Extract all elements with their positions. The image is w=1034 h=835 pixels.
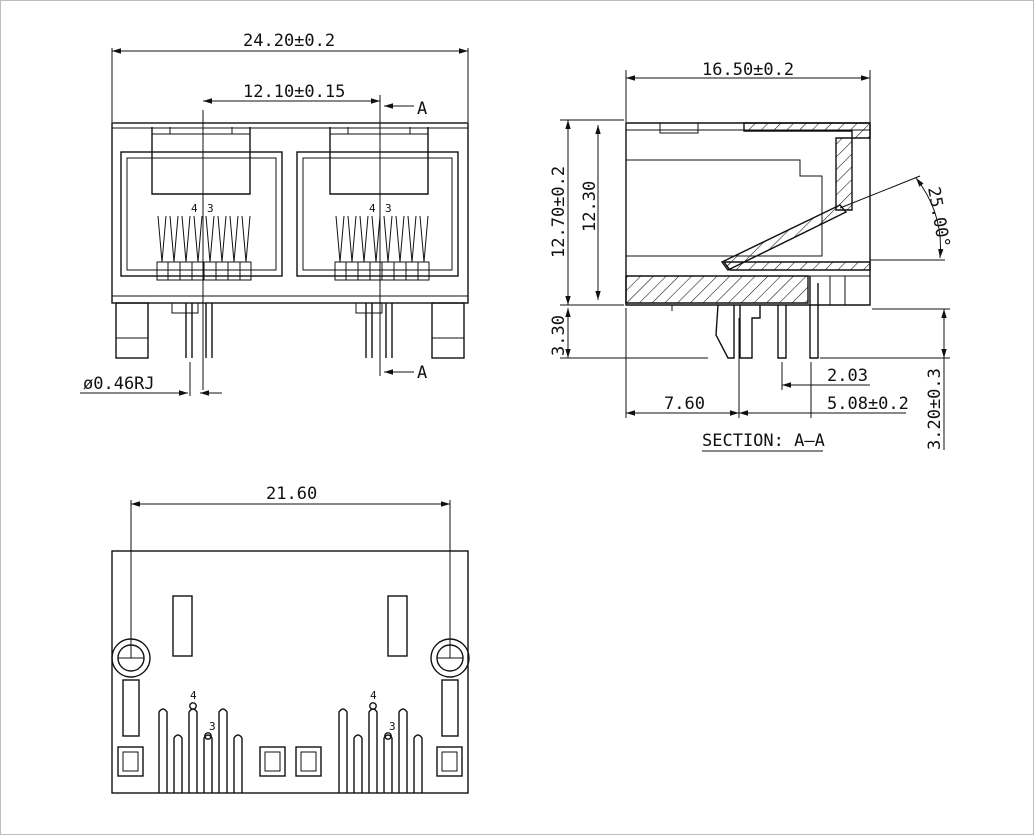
dim-port-pitch: 12.10±0.15 [203,82,380,104]
bottom-right-pin-4-label: 4 [370,689,377,702]
dim-pin-pitch-large-label: 5.08±0.2 [827,394,909,414]
section-pins [626,276,870,359]
section-marker-bottom-label: A [417,363,427,383]
dim-tail-height: 3.20±0.3 [820,308,950,450]
bottom-contacts-right [338,702,423,793]
dim-side-depth: 16.50±0.2 [625,60,871,122]
bottom-left-pin-3-label: 3 [209,720,216,733]
contact-spring [720,204,848,271]
bottom-housing [111,550,469,794]
dim-pin-diameter-label: ø0.46RJ [83,374,155,394]
dim-angle: 25.00° [839,175,953,261]
front-housing [111,122,469,304]
dim-angle-label: 25.00° [923,185,953,249]
dim-port-pitch-label: 12.10±0.15 [243,82,345,102]
front-right-pin-3-label: 3 [385,202,392,215]
bottom-right-pin-3-label: 3 [389,720,396,733]
front-left-pin-3-label: 3 [207,202,214,215]
dim-side-height: 12.70±0.2 12.30 [549,119,624,306]
dim-bottom-width: 21.60 [130,484,451,658]
bottom-pads [117,746,463,777]
dim-side-height-inner-label: 12.30 [580,181,600,232]
bottom-left-pin-4-label: 4 [190,689,197,702]
front-left-pin-4-label: 4 [191,202,198,215]
dim-pin-offset: 7.60 5.08±0.2 2.03 [625,308,909,418]
dim-pin-length-label: 3.30 [549,315,569,356]
section-view: 16.50±0.2 12.70±0.2 12.30 25.00° 3.30 [549,60,953,452]
front-right-pin-4-label: 4 [369,202,376,215]
front-legs [115,302,465,359]
front-view: 4 3 [80,31,469,396]
dim-front-width: 24.20±0.2 [111,31,469,122]
dim-pin-length: 3.30 [549,308,708,359]
dim-pin-diameter: ø0.46RJ [80,362,222,396]
dim-front-width-label: 24.20±0.2 [243,31,335,51]
dim-side-depth-label: 16.50±0.2 [702,60,794,80]
front-port-right: 4 3 [296,127,459,281]
section-marker-top-label: A [417,99,427,119]
dim-tail-height-label: 3.20±0.3 [925,368,945,450]
section-marker-bottom: A [384,363,427,383]
dim-side-height-total-label: 12.70±0.2 [549,166,569,258]
section-base [625,275,809,304]
section-title-label: SECTION: A–A [702,431,825,451]
section-title: SECTION: A–A [702,431,825,452]
bottom-contacts-left [158,702,243,793]
dim-bottom-width-label: 21.60 [266,484,317,504]
dim-pin-offset-label: 7.60 [664,394,705,414]
section-marker-top: A [384,99,427,119]
bottom-view: 4 3 4 3 21.60 [111,484,470,794]
front-port-left: 4 3 [120,127,283,281]
dim-pin-pitch-small-label: 2.03 [827,366,868,386]
